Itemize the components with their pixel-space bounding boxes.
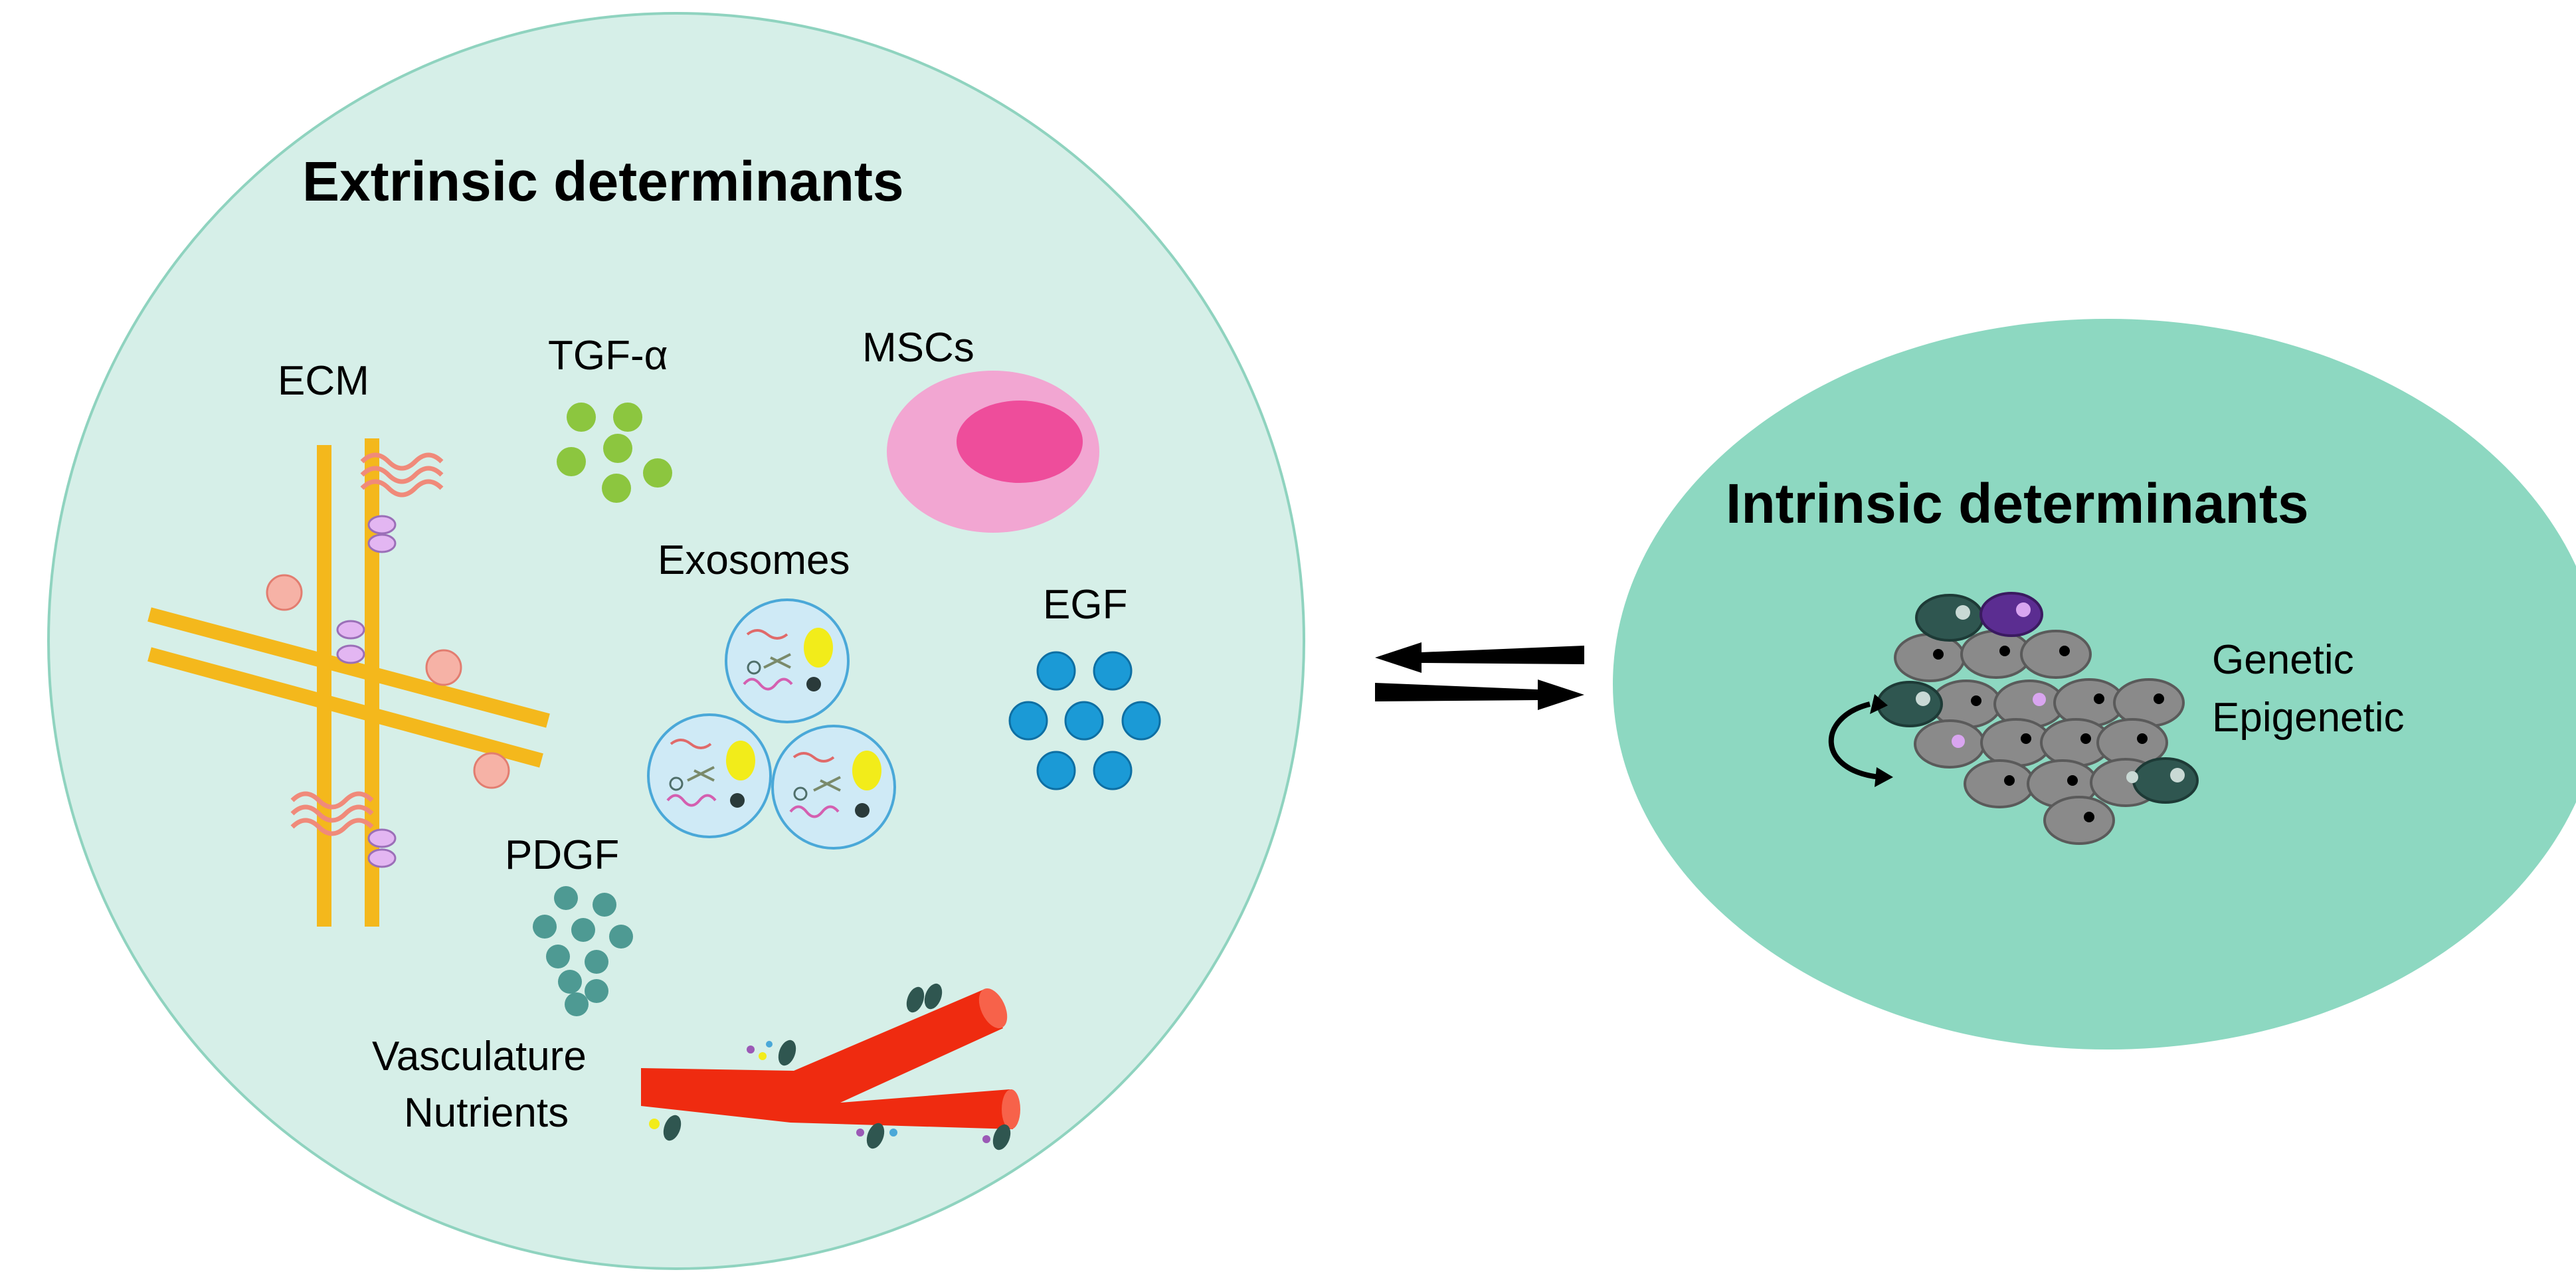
- extrinsic-title: Extrinsic determinants: [302, 150, 904, 213]
- epigenetic-label: Epigenetic: [2212, 695, 2405, 741]
- intrinsic-title: Intrinsic determinants: [1726, 472, 2309, 535]
- nutrients-label: Nutrients: [404, 1090, 569, 1136]
- mscs-label: MSCs: [862, 325, 974, 371]
- cycle-arrow-icon: [1828, 694, 1893, 787]
- extrinsic-circle: [47, 12, 1305, 1270]
- pdgf-molecules-icon: [533, 886, 633, 1016]
- exosome-vesicles-icon: [647, 598, 896, 850]
- intrinsic-panel: [1613, 319, 2576, 1049]
- extrinsic-panel: [47, 12, 1305, 1270]
- genetic-label: Genetic: [2212, 637, 2354, 683]
- egf-label: EGF: [1043, 582, 1128, 628]
- ecm-label: ECM: [278, 358, 369, 404]
- vasculature-label: Vasculature: [372, 1034, 587, 1079]
- equilibrium-arrows-icon: [1375, 642, 1584, 710]
- blood-vessel-icon: [641, 983, 1020, 1150]
- tumor-cell-cluster-icon: [1877, 592, 2199, 845]
- ecm-fibers-icon: [147, 438, 550, 927]
- pdgf-label: PDGF: [505, 832, 620, 878]
- egf-molecules-icon: [1008, 651, 1161, 790]
- tgf-alpha-molecules-icon: [557, 403, 672, 503]
- tgf-alpha-label: TGF-α: [548, 333, 668, 379]
- msc-cell-icon: [887, 371, 1099, 533]
- exosomes-label: Exosomes: [658, 537, 850, 583]
